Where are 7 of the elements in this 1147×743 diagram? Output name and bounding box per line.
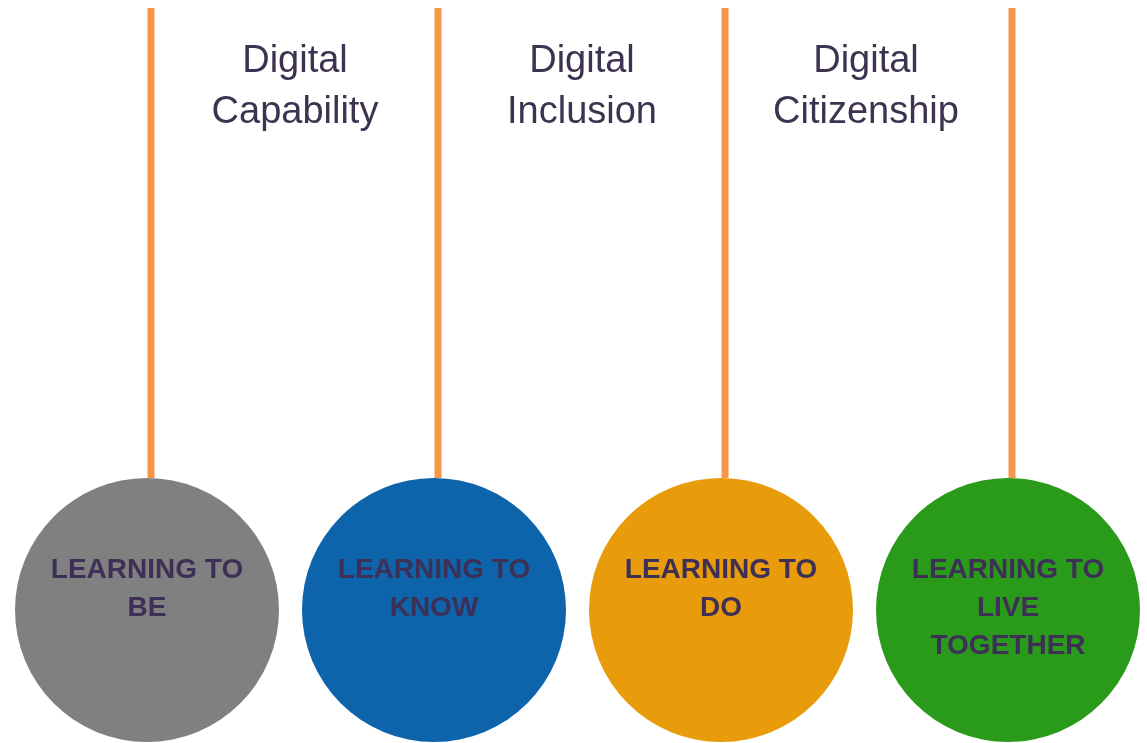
circle-label: LEARNING TO LIVE TOGETHER xyxy=(910,552,1106,662)
column-heading: Digital Citizenship xyxy=(772,37,960,133)
circle-label: LEARNING TO DO xyxy=(623,552,819,624)
column-heading: Digital Capability xyxy=(210,37,380,133)
circle-label: LEARNING TO KNOW xyxy=(336,552,532,624)
column-heading: Digital Inclusion xyxy=(506,37,658,133)
circle-label: LEARNING TO BE xyxy=(49,552,245,624)
